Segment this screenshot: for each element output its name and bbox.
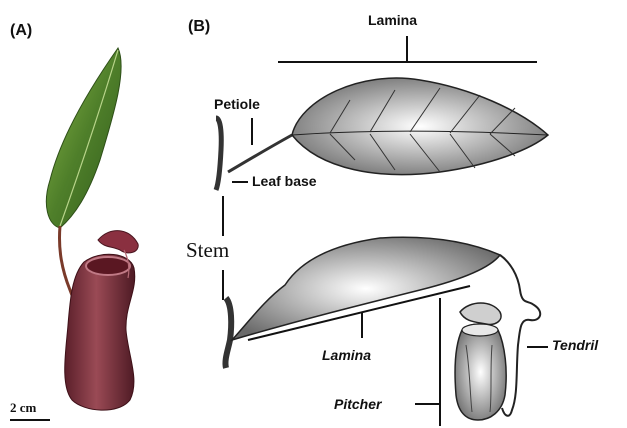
pitcher-label: Pitcher <box>334 396 381 412</box>
stem-upper <box>216 118 223 236</box>
lamina-top-label: Lamina <box>368 12 417 28</box>
tendril-drawing <box>500 255 548 416</box>
tendril-label: Tendril <box>552 337 598 353</box>
petiole-label: Petiole <box>214 96 260 112</box>
scale-bar-label: 2 cm <box>10 400 36 416</box>
photo-leaf <box>46 48 121 228</box>
photo-pitcher <box>65 231 138 411</box>
leaf-base-label: Leaf base <box>252 173 317 189</box>
lamina-top-bracket <box>278 36 537 62</box>
pitcher-drawing <box>415 298 506 426</box>
stem-lower <box>223 270 231 368</box>
leaf-drawing-upper <box>228 78 548 182</box>
leaf-drawing-lower <box>232 237 500 340</box>
panel-b-label: (B) <box>188 18 210 36</box>
stem-label: Stem <box>186 238 229 263</box>
panel-a-label: (A) <box>10 22 32 40</box>
lamina-bottom-label: Lamina <box>322 347 371 363</box>
